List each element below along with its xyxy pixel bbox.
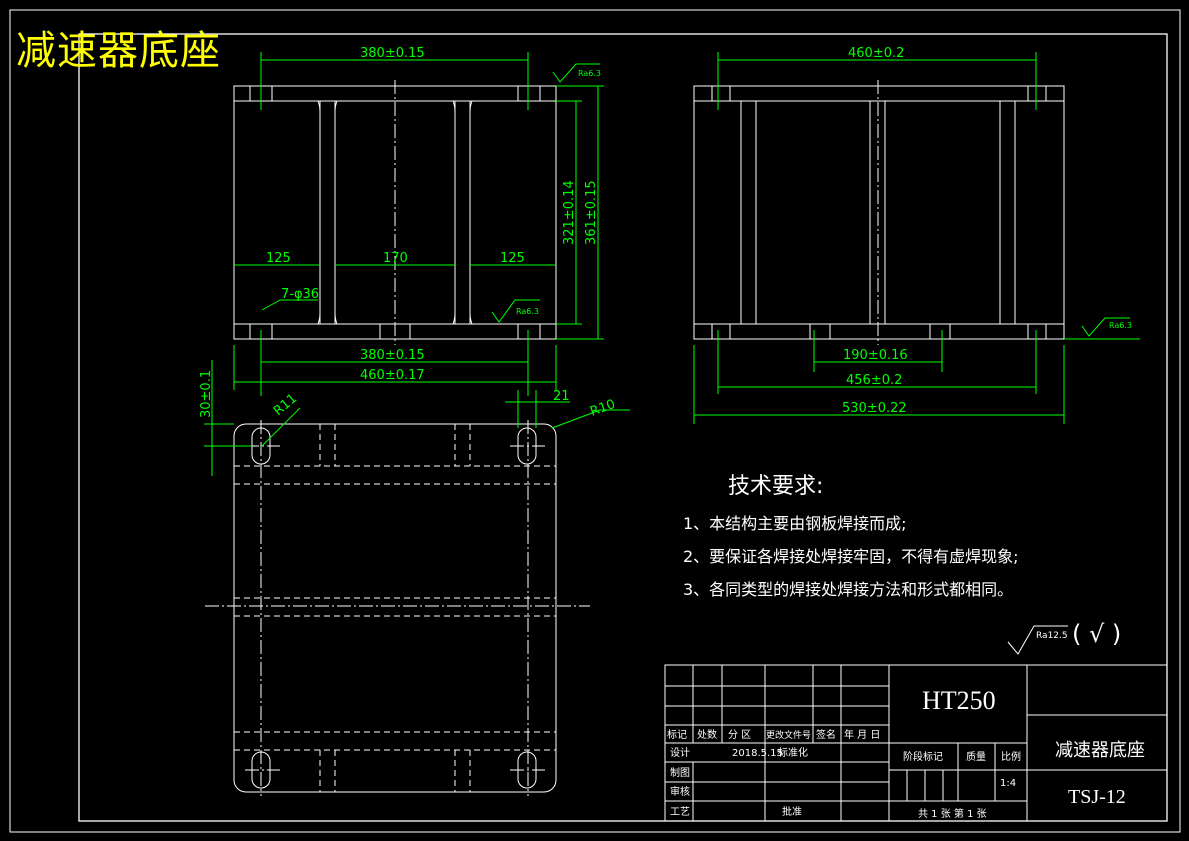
outer-border	[9, 9, 1181, 833]
inner-border	[78, 33, 1168, 822]
tb-label-drawn: 制图	[670, 766, 690, 779]
front-dim-bottom-inner: 380±0.15	[360, 348, 425, 363]
front-roughness-top: Ra6.3	[578, 69, 601, 78]
tb-label-zone: 分 区	[728, 729, 751, 741]
front-roughness-bottom: Ra6.3	[516, 307, 539, 316]
technical-requirement-item: 3、各同类型的焊接处焊接方法和形式都相同。	[683, 580, 1014, 599]
front-dim-top: 380±0.15	[360, 46, 425, 61]
drawing-title: 减速器底座	[16, 28, 221, 74]
front-dim-height-inner: 321±0.14	[562, 180, 577, 245]
tb-label-weight: 质量	[966, 751, 986, 763]
tb-label-process: 工艺	[670, 806, 690, 818]
title-block-part-name: 减速器底座	[1055, 740, 1145, 761]
side-view	[693, 80, 1065, 345]
technical-requirement-item: 2、要保证各焊接处焊接牢固，不得有虚焊现象;	[683, 547, 1019, 566]
title-block-labels: 标记 处数 分 区 更改文件号 签名 年 月 日 设计 2018.5.15 标准…	[667, 631, 1068, 818]
side-view-dim-text: 460±0.2 190±0.16 456±0.2 530±0.22 Ra6.3	[842, 46, 1132, 416]
tb-label-approved: 批准	[782, 805, 802, 818]
front-dim-holes: 7-φ36	[281, 287, 319, 302]
tb-label-designer: 设计	[670, 746, 690, 759]
front-view-dim-text: 380±0.15 125 170 125 7-φ36 380±0.15 460±…	[266, 46, 601, 383]
front-dim-height-outer: 361±0.15	[584, 180, 599, 245]
title-block-sheets: 共 1 张 第 1 张	[918, 809, 987, 820]
tb-label-change: 更改文件号	[766, 729, 811, 741]
tb-roughness-general: Ra12.5	[1036, 631, 1068, 641]
tb-label-checked: 审核	[670, 785, 690, 798]
tb-label-scale: 比例	[1001, 750, 1021, 763]
tb-label-stage: 阶段标记	[903, 750, 943, 763]
side-dim-top: 460±0.2	[848, 46, 904, 61]
side-dim-3: 530±0.22	[842, 401, 907, 416]
top-dim-vertical: 30±0.1	[199, 370, 214, 418]
roughness-check-note: ( √ )	[1072, 620, 1122, 648]
side-dim-1: 190±0.16	[843, 348, 908, 363]
front-view-dimensions	[233, 52, 604, 396]
top-view-dimensions	[204, 360, 630, 476]
title-block-drawing-number: TSJ-12	[1068, 786, 1126, 808]
top-dim-r10: R10	[588, 397, 617, 420]
title-block-material: HT250	[922, 686, 996, 715]
tb-standardization: 标准化	[778, 746, 808, 759]
tb-label-count: 处数	[697, 728, 717, 741]
front-view	[233, 80, 557, 345]
technical-requirements-heading: 技术要求:	[728, 474, 824, 499]
top-dim-21: 21	[553, 389, 570, 404]
side-roughness: Ra6.3	[1109, 321, 1132, 330]
top-view	[205, 420, 590, 796]
tb-label-date: 年 月 日	[844, 728, 880, 741]
tb-label-sign: 签名	[816, 728, 836, 741]
title-block	[664, 664, 1168, 822]
front-dim-right: 125	[500, 251, 525, 266]
front-dim-bottom-outer: 460±0.17	[360, 368, 425, 383]
tb-label-mark: 标记	[667, 729, 687, 741]
side-view-dimensions	[693, 52, 1140, 424]
technical-requirement-item: 1、本结构主要由钢板焊接而成;	[683, 514, 907, 533]
front-dim-left: 125	[266, 251, 291, 266]
title-block-scale-value: 1:4	[1000, 778, 1017, 789]
front-dim-mid: 170	[383, 251, 408, 266]
roughness-symbol-general	[1007, 625, 1068, 655]
side-dim-2: 456±0.2	[846, 373, 902, 388]
tb-design-date: 2018.5.15	[732, 748, 783, 759]
top-dim-r11: R11	[271, 391, 300, 419]
